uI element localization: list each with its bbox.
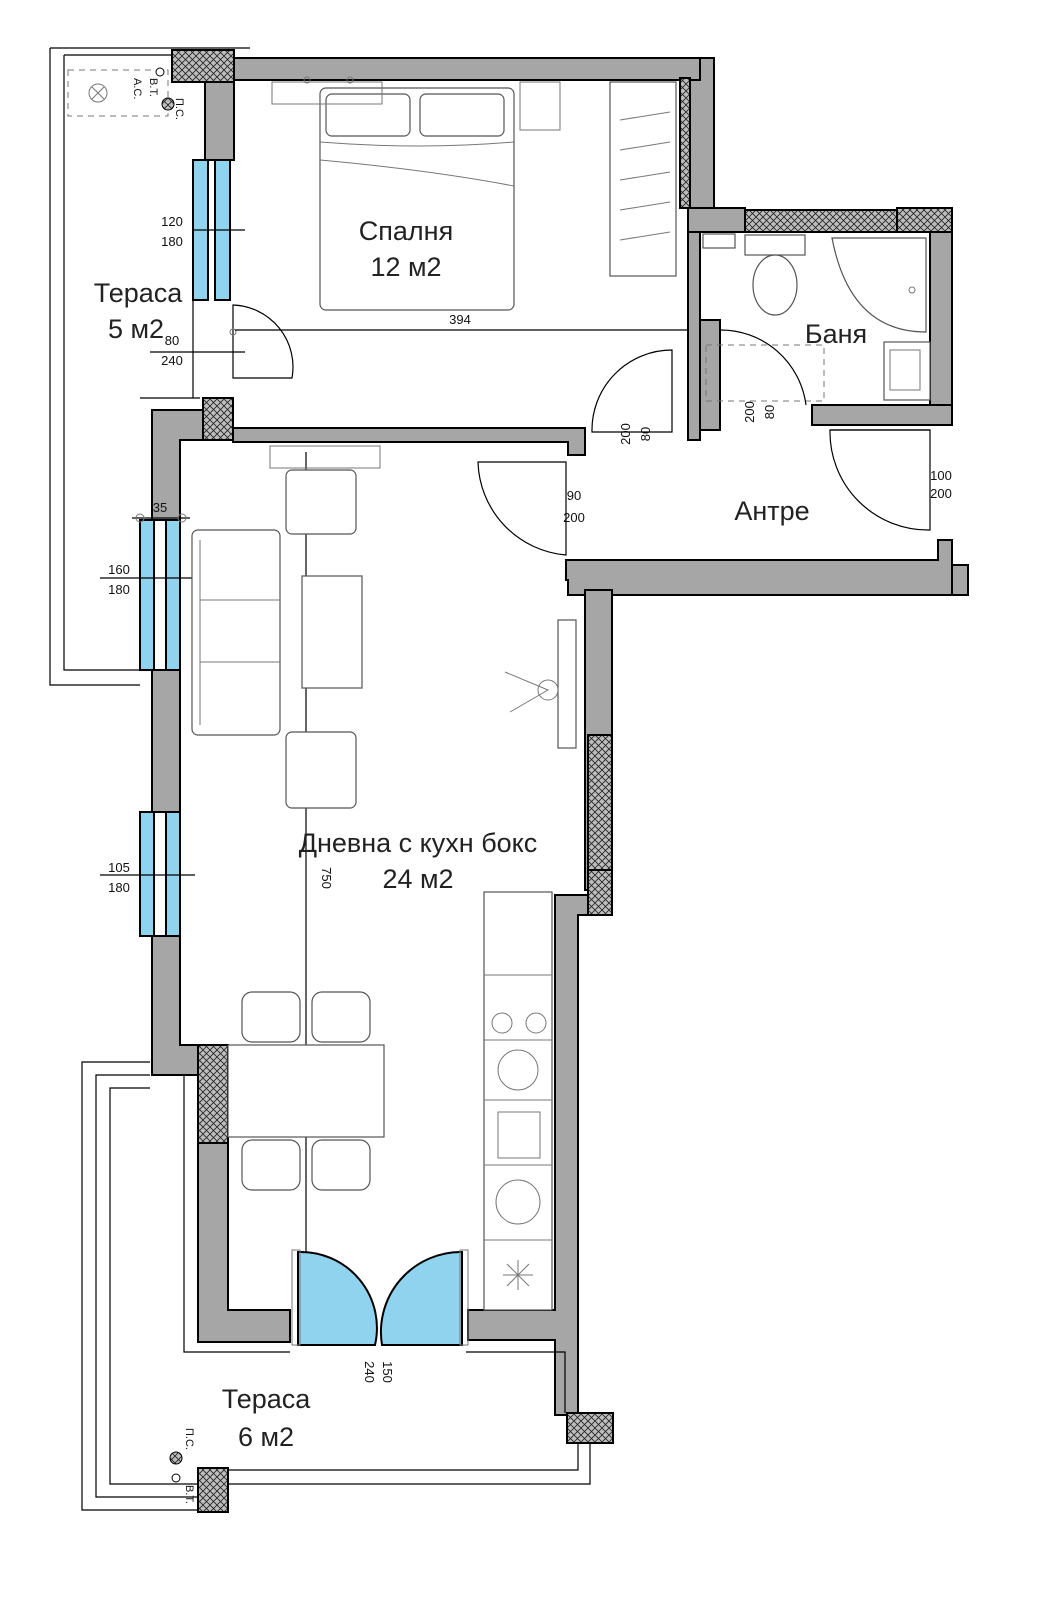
bedroom-terrace-door: [150, 304, 294, 379]
terrace-bottom-area: 6 м2: [238, 1422, 294, 1452]
hall-walls: [565, 539, 969, 596]
dim-door-bath-w: 80: [762, 405, 777, 419]
dim-door-bed-w: 80: [638, 427, 653, 441]
dim-win-liv2-w: 105: [108, 860, 130, 875]
label-vt-bottom: В.Т.: [183, 1485, 195, 1504]
tv-unit: [504, 619, 577, 749]
bedroom-area: 12 м2: [370, 252, 441, 282]
sink: [883, 341, 931, 401]
washing-machine: [705, 344, 825, 402]
label-vt-top: В.Т.: [147, 78, 159, 97]
radiator-bedroom: [271, 76, 383, 105]
dim-win-liv1-w: 160: [108, 562, 130, 577]
living-area: 24 м2: [382, 864, 453, 894]
dim-pier: 35: [153, 500, 167, 515]
terrace-top-area: 5 м2: [108, 314, 164, 344]
dim-door-entry-w: 100: [930, 468, 952, 483]
terrace-bottom-name: Тераса: [222, 1384, 312, 1414]
kitchen-counter: [483, 891, 553, 1311]
label-ps-top: П.С.: [173, 98, 185, 120]
living-name: Дневна с кухн бокс: [299, 828, 538, 858]
dim-door-bath-h: 200: [742, 401, 757, 423]
dim-win-bed-h: 180: [161, 234, 183, 249]
dim-door-balc-w: 150: [380, 1361, 395, 1383]
terrace-top-name: Тераса: [94, 278, 184, 308]
living-door: [477, 461, 567, 556]
dim-win-liv1-h: 180: [108, 582, 130, 597]
dim-win-liv2-h: 180: [108, 880, 130, 895]
coffee-table: [301, 575, 363, 689]
label-ps-bottom: П.С.: [183, 1428, 195, 1450]
hall-name: Антре: [734, 496, 809, 526]
dim-door-terrace-w: 80: [165, 333, 179, 348]
bedroom-hall-door: [591, 349, 673, 433]
armchair-bottom: [285, 731, 357, 809]
entry-door: [829, 429, 931, 531]
dim-win-bed-w: 120: [161, 214, 183, 229]
sofa: [191, 529, 281, 736]
terrace-bottom-outline: [81, 1061, 591, 1511]
dim-door-terrace-h: 240: [161, 353, 183, 368]
bath-door: [719, 329, 807, 406]
dim-bed-len: 394: [449, 312, 471, 327]
balcony-double-door: [291, 1249, 469, 1346]
dim-door-balc-h: 240: [362, 1361, 377, 1383]
label-ac-top: А.С.: [131, 78, 143, 99]
dim-door-living-w: 90: [567, 488, 581, 503]
wardrobe: [609, 81, 677, 277]
dim-liv-len: 750: [319, 867, 334, 889]
bathroom-walls: [687, 207, 953, 441]
bedroom-walls: [171, 49, 715, 301]
ac-unit-icon: В.Т. А.С. П.С.: [67, 67, 185, 120]
bedroom-name: Спалня: [359, 216, 453, 246]
bathroom-name: Баня: [805, 319, 867, 349]
dim-door-bed-h: 200: [618, 423, 633, 445]
toilet: [744, 234, 806, 316]
dining-table: [227, 991, 385, 1191]
shower: [831, 237, 927, 333]
radiator-living: [269, 445, 381, 469]
dim-door-living-h: 200: [563, 510, 585, 525]
armchair-top: [285, 469, 357, 535]
dim-door-entry-h: 200: [930, 486, 952, 501]
